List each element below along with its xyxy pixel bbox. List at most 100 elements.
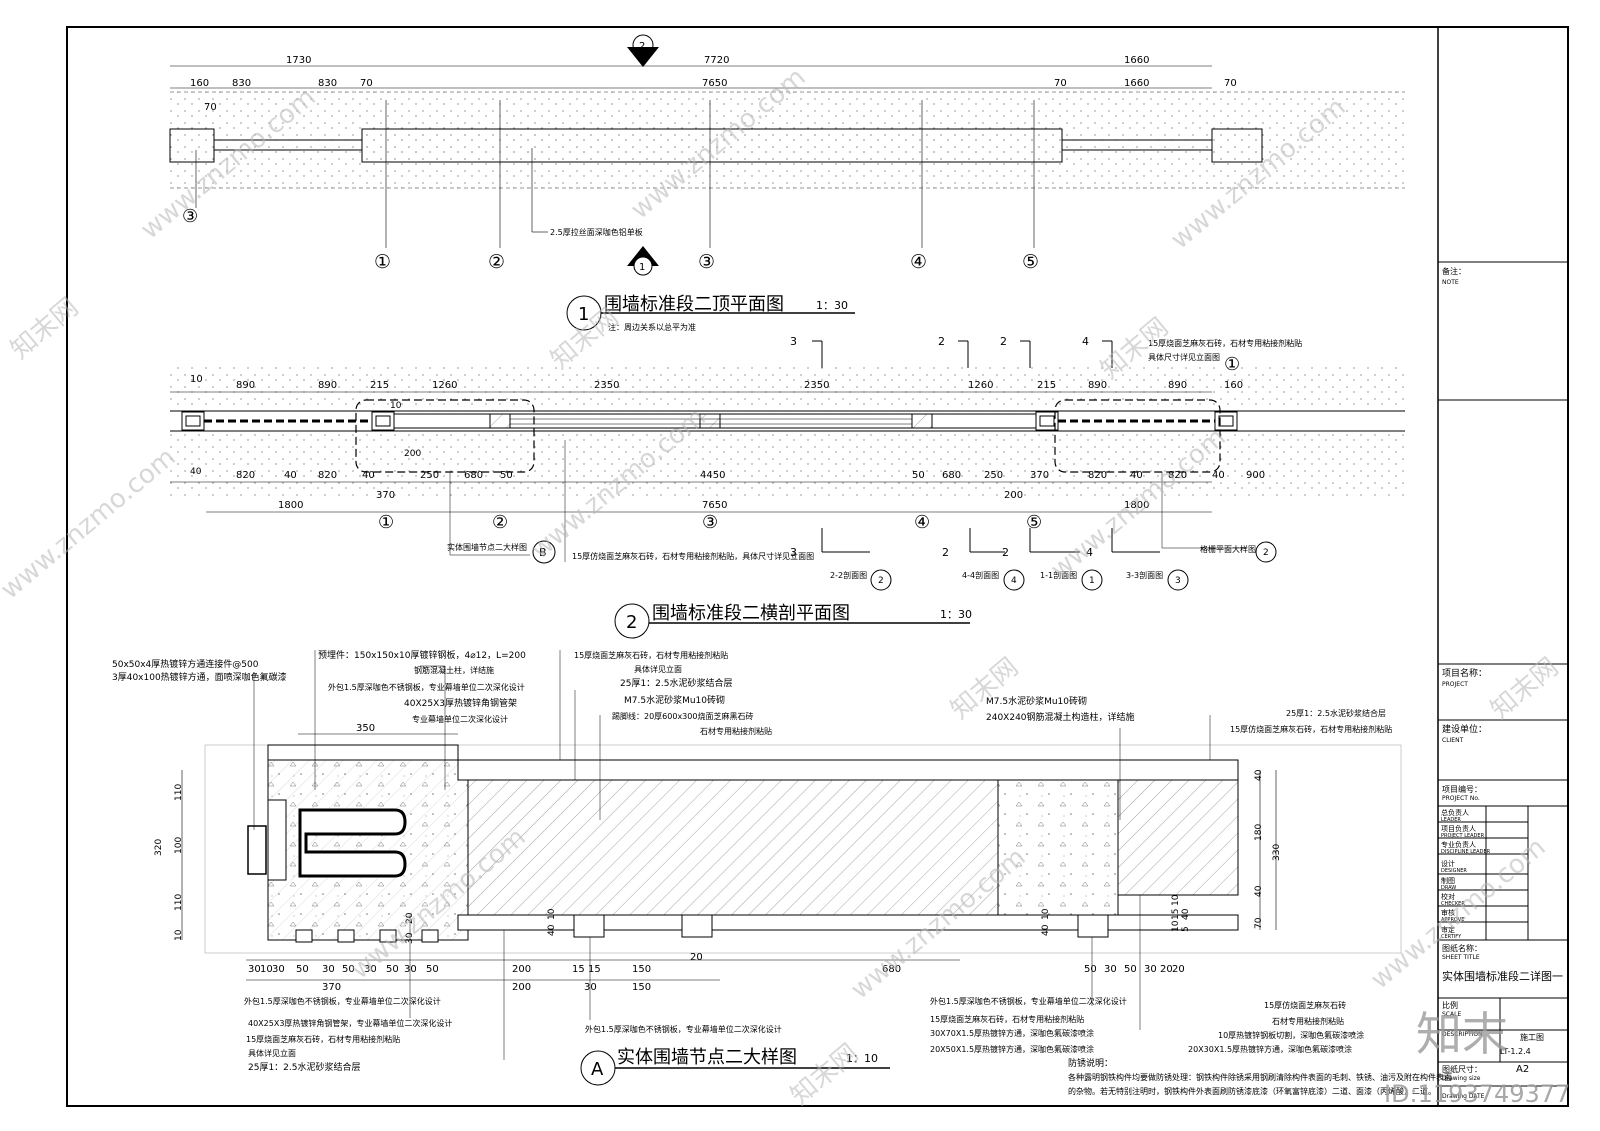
plan-2-dim-b1: 820	[236, 470, 255, 481]
plan-1-dim-top-1: 1730	[286, 55, 311, 66]
tb-projno-cn: 项目编号：	[1442, 784, 1482, 794]
plan-2-dim-b10: 680	[942, 470, 961, 481]
svg-text:20: 20	[690, 952, 703, 963]
tb-scale-en: SCALE	[1442, 1011, 1461, 1018]
svg-text:30: 30	[248, 964, 261, 975]
plan-1-dim-2-2: 830	[232, 78, 251, 89]
plan-1-pillar-left-fill	[169, 128, 215, 163]
svg-text:30: 30	[272, 964, 285, 975]
plan-1-axis-1: ①	[374, 251, 391, 273]
plan-2-dim-t6: 2350	[594, 380, 619, 391]
plan-2-dim-b7: 50	[500, 470, 513, 481]
detail-title-block: A 实体围墙节点二大样图 1：10	[580, 1047, 890, 1086]
detail-right-note-1: M7.5水泥砂浆Mu10砖砌	[986, 695, 1087, 707]
plan-2-dim-b6: 680	[464, 470, 483, 481]
svg-text:CHECKER: CHECKER	[1441, 901, 1465, 907]
svg-text:15厚烧面芝麻灰石砖，石材专用粘接剂粘贴: 15厚烧面芝麻灰石砖，石材专用粘接剂粘贴	[930, 1014, 1084, 1024]
plan-2-dim-t11: 890	[1168, 380, 1187, 391]
svg-text:DRAW: DRAW	[1441, 885, 1456, 891]
svg-text:CERTIFY: CERTIFY	[1441, 934, 1462, 940]
detail-rdim-2: 180	[1254, 824, 1264, 841]
plan-1-axis-4: ④	[910, 251, 927, 273]
svg-text:PROJECT LEADER: PROJECT LEADER	[1441, 833, 1485, 839]
watermark-layer: www.znzmo.com www.znzmo.com www.znzmo.co…	[0, 62, 1564, 1111]
tb-projno-en: PROJECT No.	[1442, 795, 1480, 802]
svg-text:25厚1：2.5水泥砂浆结合层: 25厚1：2.5水泥砂浆结合层	[248, 1061, 361, 1073]
svg-text:知末网: 知末网	[785, 1038, 864, 1111]
detail-rdim-4: 40	[1254, 885, 1264, 897]
plan-1-dim-2-4: 70	[360, 78, 373, 89]
detail-bottom-left-notes: 外包1.5厚深咖色不锈钢板，专业幕墙单位二次深化设计 40X25X3厚热镀锌角钢…	[244, 996, 452, 1073]
plan-1-note-panel: 2.5厚拉丝面深咖色铝单板	[550, 227, 643, 237]
svg-text:370: 370	[322, 982, 341, 993]
plan-1-dim-top-3: 1660	[1124, 55, 1149, 66]
svg-text:15: 15	[1171, 909, 1181, 920]
svg-text:DESIGNER: DESIGNER	[1441, 868, 1467, 874]
svg-text:50: 50	[1084, 964, 1097, 975]
plan-2-dim-t2: 890	[236, 380, 255, 391]
svg-text:1: 1	[578, 304, 589, 325]
plan-2-dim-c3: 7650	[702, 500, 727, 511]
watermark-logo: 知末	[1416, 1007, 1508, 1061]
plan-1-axis-3: ③	[698, 251, 715, 273]
plan-2-cut-bot-4: 4	[1086, 546, 1093, 559]
plan-2-dim-s2: 200	[404, 449, 421, 459]
plan-2-dim-b5: 250	[420, 470, 439, 481]
plan-1-dim-left-small: 70	[204, 102, 217, 113]
svg-text:10: 10	[260, 964, 273, 975]
plan-2-dim-s3: 40	[190, 467, 202, 477]
detail-dim-350: 350	[356, 723, 375, 734]
plan-1-scale: 1：30	[816, 299, 848, 312]
detail-left-note-1: 50x50x4厚热镀锌方通连接件@500	[112, 658, 259, 670]
plan-2-dim-b15: 820	[1168, 470, 1187, 481]
svg-text:30: 30	[322, 964, 335, 975]
plan-2-grille-tag: 格栅平面大样图 2	[1200, 541, 1277, 563]
tb-sheet-title: 实体围墙标准段二详图一	[1442, 969, 1563, 983]
svg-text:10: 10	[547, 908, 557, 920]
detail-mid-note-4: M7.5水泥砂浆Mu10砖砌	[624, 694, 725, 706]
svg-text:2: 2	[626, 612, 637, 633]
detail-right-note-2: 240X240钢筋混凝土构造柱，详结施	[986, 711, 1135, 723]
tb-size: A2	[1516, 1064, 1529, 1075]
plan-1-dim-2-6: 70	[1054, 78, 1067, 89]
plan-2-dim-s1: 10	[390, 401, 402, 411]
plan-2-stone-note-bottom: 15厚仿烧面芝麻灰石砖，石材专用粘接剂粘贴，具体尺寸详见立面图	[572, 551, 814, 561]
plan-1-title-block: 1 围墙标准段二顶平面图 1：30 注：周边关系以总平为准	[566, 294, 855, 332]
svg-text:40X25X3厚热镀锌角钢管架，专业幕墙单位二次深化设计: 40X25X3厚热镀锌角钢管架，专业幕墙单位二次深化设计	[248, 1018, 452, 1028]
detail-bottom-mid-note: 外包1.5厚深咖色不锈钢板，专业幕墙单位二次深化设计	[585, 1024, 782, 1034]
svg-text:LEADER: LEADER	[1441, 817, 1461, 823]
plan-1-dim-2-1: 160	[190, 78, 209, 89]
plan-1-dim-2-7: 1660	[1124, 78, 1149, 89]
svg-text:30: 30	[584, 982, 597, 993]
tb-size-cn: 图纸尺寸：	[1442, 1064, 1482, 1074]
plan-2-dim-b3: 820	[318, 470, 337, 481]
plan-2-title-block: 2 围墙标准段二横剖平面图 1：30	[614, 603, 972, 639]
svg-text:3: 3	[1175, 576, 1181, 586]
svg-text:2: 2	[878, 576, 884, 586]
detail-ldim-4: 110	[174, 894, 184, 911]
tb-sheet-title-en: SHEET TITLE	[1442, 954, 1480, 961]
detail-scale: 1：10	[846, 1052, 878, 1065]
svg-text:石材专用粘接剂粘贴: 石材专用粘接剂粘贴	[1272, 1016, 1344, 1026]
plan-1-section-marker-top: 2	[627, 34, 659, 67]
detail-bottom-dims-2: 370 200 30 150	[322, 982, 651, 993]
plan-1-axis-2: ②	[488, 251, 505, 273]
svg-text:20: 20	[1172, 964, 1185, 975]
svg-text:20: 20	[405, 912, 415, 924]
plan-2-dim-b11: 250	[984, 470, 1003, 481]
svg-text:50: 50	[342, 964, 355, 975]
plan-2-dim-c5: 1800	[1124, 500, 1149, 511]
tb-desc-en: DESCRIPTION	[1442, 1031, 1483, 1038]
watermark-id: ID:1193749377	[1384, 1080, 1570, 1108]
plan-2-dim-c1: 1800	[278, 500, 303, 511]
svg-text:3-3剖面图: 3-3剖面图	[1126, 570, 1163, 580]
plan-1-dim-top-2: 7720	[704, 55, 729, 66]
svg-text:10厚热镀锌钢板切割，深咖色氟碳漆喷涂: 10厚热镀锌钢板切割，深咖色氟碳漆喷涂	[1218, 1030, 1364, 1040]
svg-text:30: 30	[1144, 964, 1157, 975]
svg-text:B: B	[539, 546, 547, 559]
svg-text:680: 680	[882, 964, 901, 975]
plan-1-pillar-right	[1211, 128, 1263, 163]
tb-client-en: CLIENT	[1442, 737, 1464, 744]
detail-ldim-1: 110	[174, 784, 184, 801]
detail-mid-note-1: 15厚烧面芝麻灰石砖，石材专用粘接剂粘贴	[574, 650, 728, 660]
